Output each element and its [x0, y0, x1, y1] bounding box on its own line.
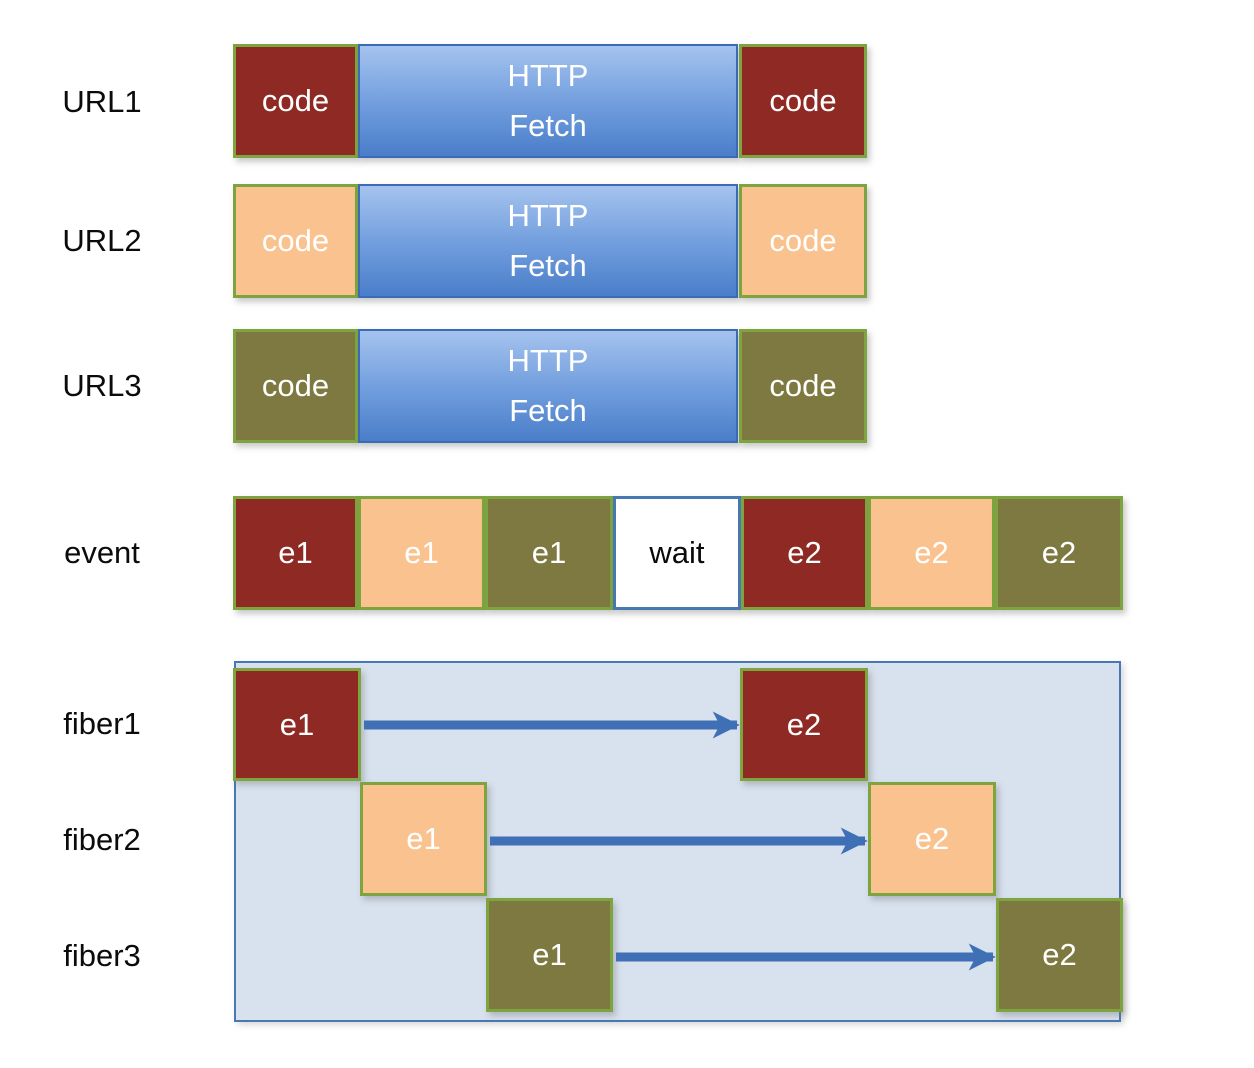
event-row-label: event	[64, 535, 140, 570]
event-cell-e2-olive: e2	[995, 496, 1123, 610]
fiber2-e2-box: e2	[868, 782, 996, 896]
fiber2-e1-box: e1	[360, 782, 487, 896]
fiber3-row-label: fiber3	[63, 938, 141, 973]
url3-code-right-box: code	[739, 329, 867, 443]
url1-http-fetch-box: HTTP Fetch	[358, 44, 738, 158]
event-cell-e2-red: e2	[741, 496, 868, 610]
url1-http-line1: HTTP	[507, 57, 589, 93]
url2-http-line2: Fetch	[509, 248, 587, 283]
fiber2-row-label: fiber2	[63, 822, 141, 857]
url1-code-left-box: code	[233, 44, 358, 158]
event-cell-e1-orange: e1	[358, 496, 485, 610]
fiber3-e2-box: e2	[996, 898, 1123, 1012]
url2-http-line1: HTTP	[507, 197, 589, 233]
event-cell-wait: wait	[613, 496, 741, 610]
url3-code-left-box: code	[233, 329, 358, 443]
url2-code-right-box: code	[739, 184, 867, 298]
fiber1-row-label: fiber1	[63, 706, 141, 741]
url2-code-left-box: code	[233, 184, 358, 298]
url1-row-label: URL1	[62, 84, 142, 119]
url1-http-line2: Fetch	[509, 108, 587, 143]
url3-http-fetch-box: HTTP Fetch	[358, 329, 738, 443]
url3-row-label: URL3	[62, 368, 142, 403]
url1-code-right-box: code	[739, 44, 867, 158]
fiber1-e2-box: e2	[740, 668, 868, 781]
fiber3-e1-box: e1	[486, 898, 613, 1012]
event-cell-e1-red: e1	[233, 496, 358, 610]
event-cell-e2-orange: e2	[868, 496, 995, 610]
url3-http-line2: Fetch	[509, 393, 587, 428]
url3-http-line1: HTTP	[507, 342, 589, 378]
fiber1-e1-box: e1	[233, 668, 361, 781]
event-cell-e1-olive: e1	[485, 496, 613, 610]
url2-http-fetch-box: HTTP Fetch	[358, 184, 738, 298]
url2-row-label: URL2	[62, 223, 142, 258]
